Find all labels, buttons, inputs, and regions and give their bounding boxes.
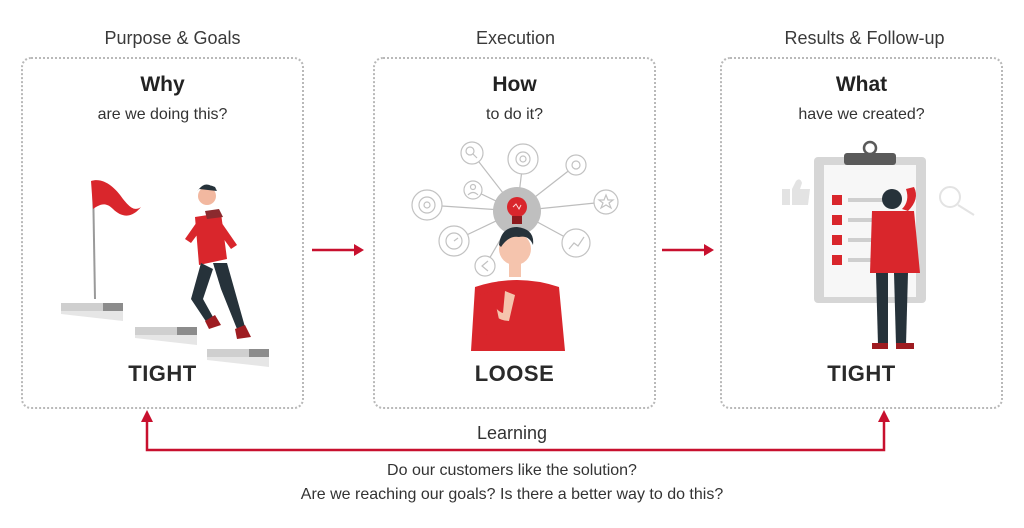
settings-icon xyxy=(565,154,587,176)
card-heading: Why xyxy=(140,73,185,96)
thinking-person-icon xyxy=(471,227,565,351)
card-what: What have we created? xyxy=(720,57,1003,409)
magnifier-icon xyxy=(939,186,975,216)
tightness-label: LOOSE xyxy=(474,361,555,386)
gear-icon xyxy=(507,143,539,175)
card-subheading: have we created? xyxy=(798,106,925,123)
card-subheading: are we doing this? xyxy=(97,106,228,123)
thinking-person-illustration xyxy=(411,141,619,351)
card-heading: How xyxy=(492,73,537,96)
thumbs-up-icon xyxy=(782,179,810,205)
card-how: How to do it? xyxy=(373,57,656,409)
checklist-person-illustration xyxy=(782,140,975,349)
search-icon xyxy=(460,141,484,165)
share-icon xyxy=(474,255,496,277)
flag-icon xyxy=(91,180,141,300)
star-icon xyxy=(593,189,619,215)
stairs-icon xyxy=(61,303,269,367)
arrow-why-to-how xyxy=(312,244,364,256)
learning-label: Learning xyxy=(476,423,548,443)
tightness-label: TIGHT xyxy=(827,361,896,386)
stage-title-execution: Execution xyxy=(475,28,556,48)
stage-title-purpose: Purpose & Goals xyxy=(104,28,241,48)
feedback-question-1: Do our customers like the solution? xyxy=(387,462,637,479)
lightbulb-icon xyxy=(493,187,541,235)
stage-title-results: Results & Follow-up xyxy=(784,28,945,48)
stairs-climber-illustration xyxy=(61,180,269,367)
target-icon xyxy=(411,189,443,221)
arrow-how-to-what xyxy=(662,244,714,256)
feedback-question-2: Are we reaching our goals? Is there a be… xyxy=(300,486,724,503)
standing-person-icon xyxy=(870,187,920,349)
running-person-icon xyxy=(185,184,251,339)
card-why: Why are we doing this? xyxy=(21,57,304,409)
checkbox-icon xyxy=(832,195,888,265)
chart-icon xyxy=(561,228,591,258)
clock-icon xyxy=(438,225,470,257)
user-icon xyxy=(463,180,483,200)
card-subheading: to do it? xyxy=(486,106,543,123)
tightness-label: TIGHT xyxy=(128,361,197,386)
card-heading: What xyxy=(835,73,888,96)
